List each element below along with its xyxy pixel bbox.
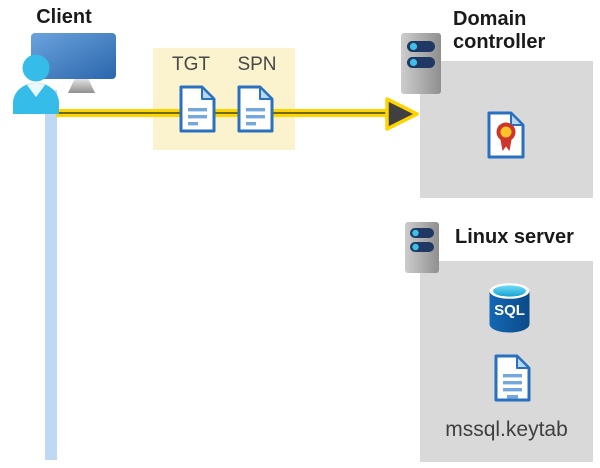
keytab-document-icon xyxy=(494,354,531,402)
tgt-ticket-document-icon xyxy=(179,85,216,133)
monitor-screen xyxy=(31,33,116,79)
client-computer-user-icon xyxy=(13,33,116,114)
auth-request-arrowhead xyxy=(385,97,419,131)
monitor-stand xyxy=(68,78,95,93)
keytab-filename-label: mssql.keytab xyxy=(445,418,568,441)
linux-server-icon xyxy=(405,222,439,273)
person-icon xyxy=(13,54,59,114)
sql-database-icon: SQL xyxy=(489,283,530,333)
client-connection-line xyxy=(45,90,57,460)
tgt-label: TGT xyxy=(172,54,210,75)
linux-server-label: Linux server xyxy=(455,226,574,248)
auth-request-arrow-shaft xyxy=(56,109,389,117)
certificate-icon xyxy=(487,111,525,159)
spn-label: SPN xyxy=(237,54,277,75)
sql-icon-label: SQL xyxy=(494,302,525,319)
client-label: Client xyxy=(36,6,92,28)
domain-controller-label: Domain controller xyxy=(453,8,546,53)
spn-ticket-document-icon xyxy=(237,85,274,133)
domain-controller-server-icon xyxy=(401,33,441,94)
